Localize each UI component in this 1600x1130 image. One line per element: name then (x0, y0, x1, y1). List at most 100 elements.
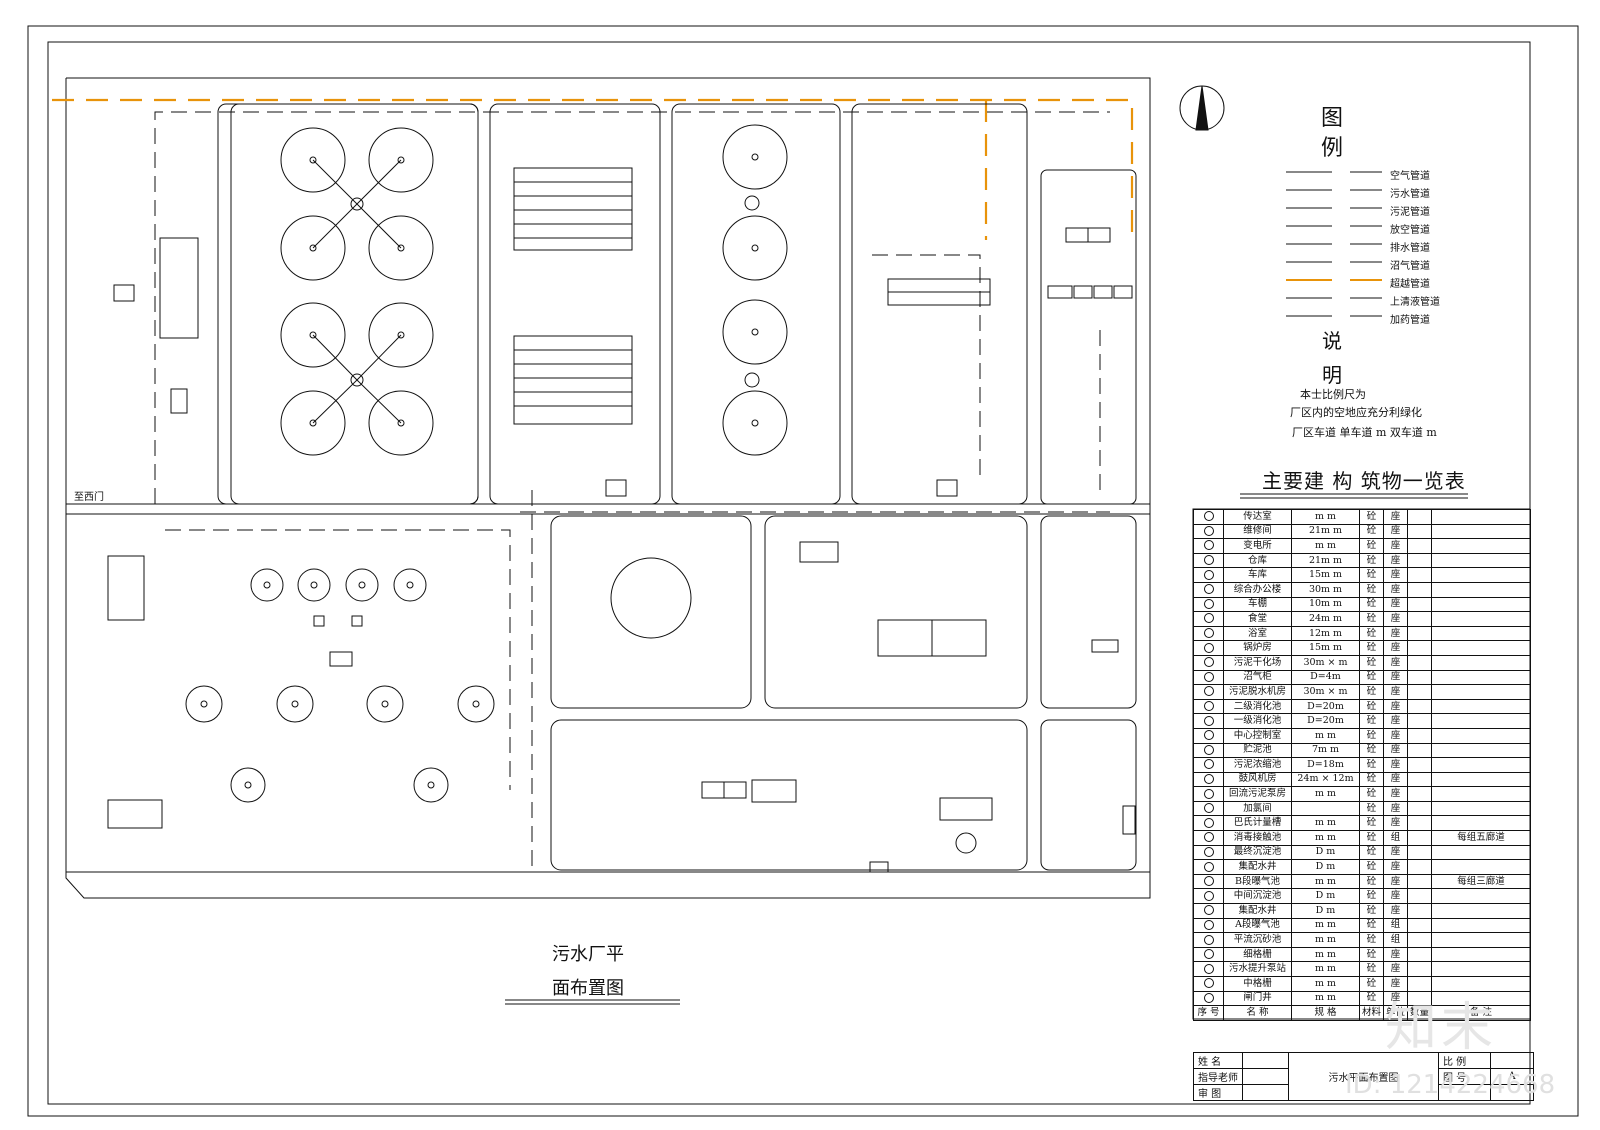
review-label: 审 图 (1193, 1084, 1243, 1101)
circle-marker-icon (1203, 744, 1214, 755)
circle-marker-icon (1203, 671, 1214, 682)
row-unit: 座 (1383, 567, 1408, 583)
row-qty (1407, 742, 1432, 759)
row-unit: 座 (1383, 888, 1408, 905)
row-marker (1193, 786, 1224, 802)
plan-title-line2: 面布置图 (552, 978, 624, 999)
row-material: 砼 (1359, 713, 1384, 729)
grit-units (1047, 227, 1133, 299)
row-material: 砼 (1359, 567, 1384, 583)
row-name: 污水提升泵站 (1223, 961, 1292, 977)
row-material: 砼 (1359, 611, 1384, 627)
row-unit: 座 (1383, 786, 1408, 802)
row-unit: 座 (1383, 713, 1408, 729)
row-material: 砼 (1359, 523, 1384, 540)
watermark-id: ID: 1214224668 (1345, 1070, 1556, 1100)
row-qty (1407, 757, 1432, 773)
row-unit: 组 (1383, 917, 1408, 934)
row-unit: 座 (1383, 581, 1408, 598)
row-name: 中格栅 (1223, 976, 1292, 992)
row-qty (1407, 844, 1432, 861)
row-marker (1193, 611, 1224, 627)
row-unit: 座 (1383, 596, 1408, 613)
row-spec: m m (1291, 932, 1360, 948)
row-note (1431, 888, 1531, 905)
digesters (107, 555, 495, 829)
note-line: 本士比例尺为 (1300, 388, 1366, 401)
row-qty (1407, 625, 1432, 642)
circle-marker-icon (1203, 686, 1214, 697)
row-name: 回流污泥泵房 (1223, 786, 1292, 802)
row-spec: 15m m (1291, 567, 1360, 583)
row-note (1431, 917, 1531, 934)
row-marker (1193, 844, 1224, 861)
circle-marker-icon (1203, 963, 1214, 974)
row-note (1431, 654, 1531, 671)
clarifiers (722, 124, 788, 456)
plan-title-line1: 污水厂平 (552, 944, 624, 965)
row-material: 砼 (1359, 625, 1384, 642)
row-marker (1193, 698, 1224, 715)
circle-marker-icon (1203, 657, 1214, 668)
row-material: 砼 (1359, 538, 1384, 554)
row-qty (1407, 684, 1432, 700)
row-marker (1193, 873, 1224, 890)
row-material: 砼 (1359, 757, 1384, 773)
row-marker (1193, 976, 1224, 992)
row-marker (1193, 552, 1224, 569)
row-spec: D=20m (1291, 698, 1360, 715)
circle-marker-icon (1203, 773, 1214, 784)
contact-tank (887, 278, 991, 306)
row-qty (1407, 932, 1432, 948)
circle-marker-icon (1203, 598, 1214, 609)
legend-item: 排水管道 (1390, 243, 1430, 254)
row-spec: D m (1291, 888, 1360, 905)
row-marker (1193, 800, 1224, 817)
outer-frame (27, 25, 1579, 1117)
row-qty (1407, 640, 1432, 656)
row-qty (1407, 698, 1432, 715)
row-spec: m m (1291, 990, 1360, 1007)
row-spec: m m (1291, 976, 1360, 992)
row-note (1431, 509, 1531, 525)
row-unit: 组 (1383, 932, 1408, 948)
circle-marker-icon (1203, 555, 1214, 566)
row-note (1431, 669, 1531, 686)
row-spec: m m (1291, 509, 1360, 525)
circle-marker-icon (1203, 846, 1214, 857)
row-spec: 30m × m (1291, 654, 1360, 671)
row-marker (1193, 727, 1224, 744)
circle-marker-icon (1203, 628, 1214, 639)
row-note (1431, 844, 1531, 861)
row-marker (1193, 567, 1224, 583)
row-spec: m m (1291, 786, 1360, 802)
row-name: 闸门井 (1223, 990, 1292, 1007)
row-qty (1407, 727, 1432, 744)
row-note: 每组三廊道 (1431, 873, 1531, 890)
row-marker (1193, 903, 1224, 919)
header-no: 序 号 (1193, 1005, 1224, 1021)
row-name: 污泥干化场 (1223, 654, 1292, 671)
row-unit: 座 (1383, 727, 1408, 744)
row-qty (1407, 581, 1432, 598)
circle-marker-icon (1203, 715, 1214, 726)
row-unit: 座 (1383, 742, 1408, 759)
circle-marker-icon (1203, 540, 1214, 551)
row-note (1431, 757, 1531, 773)
row-material: 砼 (1359, 873, 1384, 890)
row-name: 车棚 (1223, 596, 1292, 613)
row-marker (1193, 640, 1224, 656)
row-qty (1407, 859, 1432, 875)
